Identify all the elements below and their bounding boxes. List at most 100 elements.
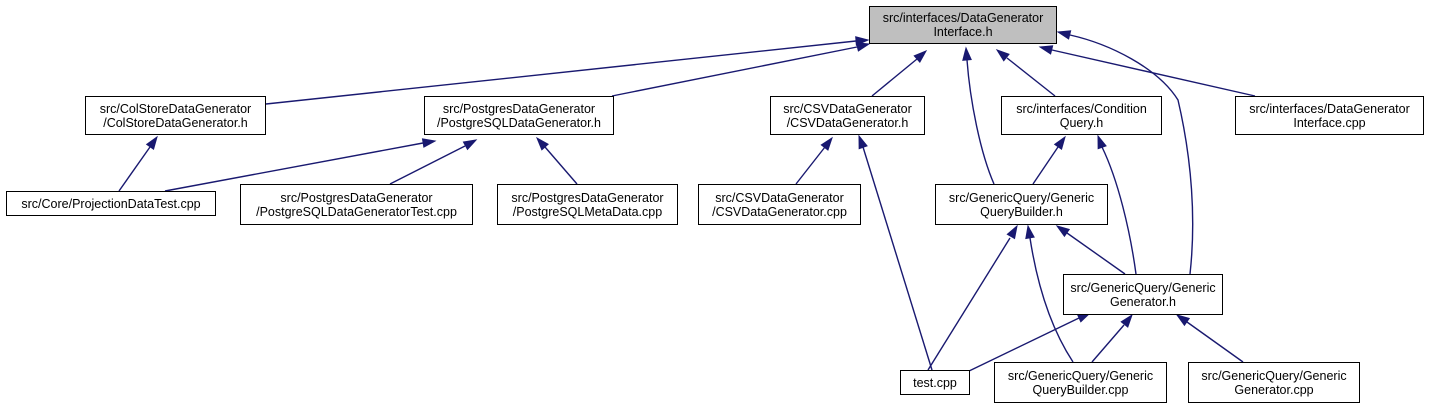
arrowhead-icon (1175, 314, 1191, 327)
edge-line (966, 59, 995, 185)
node-csv-source[interactable]: src/CSVDataGenerator /CSVDataGenerator.c… (698, 184, 861, 225)
edge-line (1186, 321, 1244, 363)
node-generic-generator-source[interactable]: src/GenericQuery/Generic Generator.cpp (1188, 362, 1360, 403)
node-generic-generator-header[interactable]: src/GenericQuery/Generic Generator.h (1063, 274, 1223, 315)
node-label-line: src/GenericQuery/Generic (948, 190, 1095, 205)
arrowhead-icon (858, 134, 868, 150)
node-label-line: src/ColStoreDataGenerator (99, 101, 252, 116)
arrowhead-icon (1006, 224, 1018, 240)
edge-line (389, 145, 466, 185)
arrowhead-icon (1038, 45, 1054, 55)
arrowhead-icon (1097, 134, 1107, 150)
edge-condition_h-to-root (995, 49, 1056, 97)
edge-gen_h-to-root (1056, 30, 1194, 275)
arrowhead-icon (1055, 225, 1071, 238)
arrowhead-icon (421, 138, 437, 148)
edge-line (164, 142, 424, 192)
node-label-line: src/interfaces/DataGenerator (1249, 101, 1410, 116)
node-label-line: src/PostgresDataGenerator (442, 101, 596, 116)
node-root-header: src/interfaces/DataGenerator Interface.h (869, 6, 1057, 44)
edge-line (544, 146, 578, 185)
edge-line (1032, 146, 1059, 185)
edge-projection_cpp-to-postgres_h (164, 138, 437, 192)
arrowhead-icon (1025, 224, 1035, 240)
node-postgres-metadata-source[interactable]: src/PostgresDataGenerator /PostgreSQLMet… (497, 184, 678, 225)
node-label-line: Generator.cpp (1234, 382, 1314, 397)
edge-line (1006, 57, 1056, 97)
node-label-line: src/PostgresDataGenerator (511, 190, 664, 205)
edge-line (1101, 146, 1137, 275)
node-projection-test-source[interactable]: src/Core/ProjectionDataTest.cpp (6, 191, 216, 216)
node-label-line: src/Core/ProjectionDataTest.cpp (21, 196, 201, 211)
edge-line (611, 46, 858, 97)
edge-csv_h-to-root (871, 49, 928, 97)
node-label-line: /PostgreSQLDataGenerator.h (437, 115, 601, 130)
edge-line (1091, 324, 1125, 363)
edge-gen_cpp-to-gen_h (1175, 314, 1244, 363)
edge-line (265, 40, 857, 105)
edge-qb_cpp-to-qb_h (1025, 224, 1074, 363)
node-label-line: /PostgreSQLMetaData.cpp (512, 204, 663, 219)
node-label-line: /CSVDataGenerator.cpp (712, 204, 847, 219)
node-label-line: /CSVDataGenerator.h (786, 115, 909, 130)
edge-line (1069, 34, 1194, 275)
node-colstore-header[interactable]: src/ColStoreDataGenerator /ColStoreDataG… (85, 96, 266, 135)
arrowhead-icon (145, 135, 158, 151)
edge-postgres_meta_cpp-to-postgres_h (535, 136, 578, 185)
edge-postgres_test_cpp-to-postgres_h (389, 139, 478, 185)
node-label-line: Interface.h (933, 25, 993, 39)
node-label-line: src/PostgresDataGenerator (280, 190, 433, 205)
edge-gen_h-to-qb_h (1055, 225, 1126, 275)
arrowhead-icon (962, 46, 972, 61)
arrowhead-icon (462, 139, 478, 151)
node-test-source[interactable]: test.cpp (900, 370, 970, 395)
edge-test_cpp-to-qb_h (927, 224, 1018, 371)
node-condition-query-header[interactable]: src/interfaces/Condition Query.h (1001, 96, 1162, 135)
arrowhead-icon (1120, 313, 1133, 328)
edge-line (862, 146, 933, 371)
node-interface-source[interactable]: src/interfaces/DataGenerator Interface.c… (1235, 96, 1424, 135)
node-label-line: Generator.h (1109, 294, 1176, 309)
arrowhead-icon (820, 136, 833, 151)
node-label-line: Query.h (1059, 115, 1104, 130)
edge-colstore_h-to-root (265, 36, 870, 105)
edge-line (871, 58, 918, 97)
node-label-line: src/CSVDataGenerator (783, 101, 912, 116)
arrowhead-icon (535, 136, 549, 151)
edge-test_cpp-to-csv_h (858, 134, 933, 371)
edge-line (1051, 49, 1256, 97)
node-csv-header[interactable]: src/CSVDataGenerator /CSVDataGenerator.h (770, 96, 925, 135)
node-label-line: /ColStoreDataGenerator.h (103, 115, 248, 130)
arrowhead-icon (1053, 135, 1066, 151)
edge-qb_h-to-root (962, 46, 995, 185)
node-label-line: Interface.cpp (1293, 115, 1366, 130)
edge-line (118, 146, 151, 192)
node-label-line: src/GenericQuery/Generic (1007, 368, 1154, 383)
node-label-line: src/interfaces/Condition (1016, 101, 1147, 116)
node-postgres-test-source[interactable]: src/PostgresDataGenerator /PostgreSQLDat… (240, 184, 473, 225)
node-generic-query-builder-header[interactable]: src/GenericQuery/Generic QueryBuilder.h (935, 184, 1108, 225)
edge-qb_h-to-condition_h (1032, 135, 1066, 185)
edge-qb_cpp-to-gen_h (1091, 313, 1133, 363)
node-generic-query-builder-source[interactable]: src/GenericQuery/Generic QueryBuilder.cp… (994, 362, 1167, 403)
node-label-line: src/interfaces/DataGenerator (882, 11, 1044, 25)
node-label-line: src/GenericQuery/Generic (1201, 368, 1347, 383)
edge-line (927, 237, 1011, 371)
arrowhead-icon (913, 49, 928, 63)
edge-interface_cpp-to-root (1038, 45, 1256, 97)
node-label-line: test.cpp (913, 375, 957, 390)
arrowhead-icon (1056, 30, 1072, 40)
arrowhead-icon (995, 49, 1010, 62)
node-postgres-header[interactable]: src/PostgresDataGenerator /PostgreSQLDat… (424, 96, 614, 135)
edge-gen_h-to-condition_h (1097, 134, 1137, 275)
edge-postgres_h-to-root (611, 42, 871, 97)
node-label-line: QueryBuilder.cpp (1032, 382, 1129, 397)
edge-line (795, 146, 826, 185)
node-label-line: /PostgreSQLDataGeneratorTest.cpp (256, 204, 457, 219)
edge-csv_cpp-to-csv_h (795, 136, 833, 185)
arrowhead-icon (855, 42, 871, 52)
edge-line (1066, 232, 1126, 275)
node-label-line: QueryBuilder.h (980, 204, 1063, 219)
